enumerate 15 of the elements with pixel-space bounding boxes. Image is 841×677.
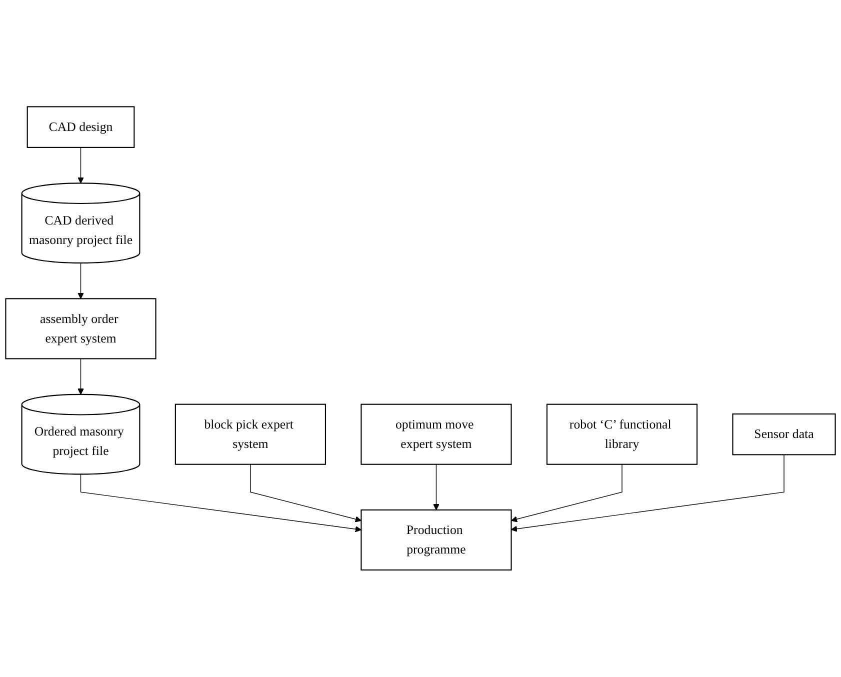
node-box: optimum move expert system — [360, 404, 512, 466]
arrow — [78, 358, 84, 395]
arrow — [250, 464, 362, 522]
arrow — [510, 454, 784, 532]
arrow — [433, 464, 440, 510]
node-box: assembly order expert system — [5, 298, 156, 360]
arrow — [80, 474, 362, 532]
node-box: CAD design — [26, 106, 135, 148]
node-box: robot ‘C’ functional library — [546, 404, 698, 466]
node-box: block pick expert system — [174, 404, 326, 466]
arrow — [78, 147, 84, 184]
arrow — [510, 464, 622, 522]
node-box: Production programme — [360, 510, 512, 571]
node-box: Sensor data — [732, 414, 836, 456]
arrow — [78, 262, 84, 300]
